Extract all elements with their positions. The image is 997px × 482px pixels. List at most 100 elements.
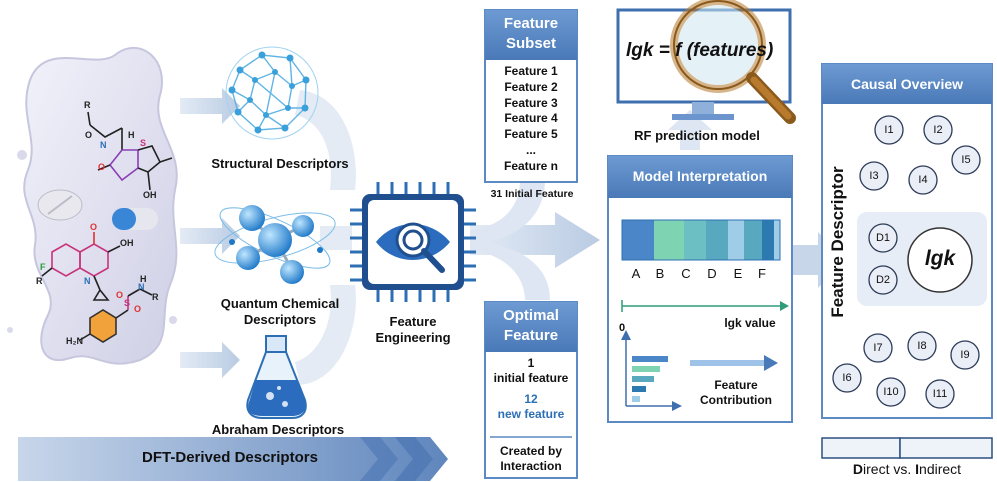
optimal-feature-body: 1 initial feature 12 new feature <box>485 356 577 422</box>
initial-feature-caption: 31 Initial Feature <box>490 188 574 200</box>
dft-banner-shape <box>18 437 448 481</box>
optimal-feature-panel <box>484 301 578 479</box>
band-abraham <box>295 285 356 385</box>
feature-subset-title: Feature Subset <box>485 14 577 54</box>
causal-node-label: I6 <box>842 372 852 384</box>
feature-engineering-line1: Feature <box>389 314 437 329</box>
bar-segment <box>684 220 706 260</box>
direct-nodes <box>868 223 898 295</box>
bar-segment <box>706 220 728 260</box>
atom-label: H <box>140 274 147 284</box>
optimal-title-line2: Feature <box>503 327 559 344</box>
atom-label: S <box>124 298 131 308</box>
contribution-bar <box>621 219 781 261</box>
rf-formula: lgk = f (features) <box>626 40 774 61</box>
atom-label: O <box>98 162 106 172</box>
causal-node <box>874 115 904 145</box>
model-interpretation-title: Model Interpretation <box>632 168 768 184</box>
atom-label: N <box>138 282 145 292</box>
legend-ndirect: ndirect <box>919 461 962 477</box>
causal-node <box>925 379 955 409</box>
band-quantum <box>320 226 352 250</box>
interaction-caption-line1: Created by <box>499 444 563 458</box>
arrow-to-abraham <box>180 342 240 378</box>
feature-subset-panel <box>484 9 578 183</box>
causal-node-label: D1 <box>875 232 891 244</box>
atom-label: F <box>40 262 46 272</box>
subset-item: ... <box>525 142 536 157</box>
feature-engineering-label: Feature Engineering <box>362 314 464 346</box>
atom-label: N <box>100 140 107 150</box>
causal-node <box>868 265 898 295</box>
feature-engineering-chip <box>350 182 476 302</box>
optimal-text-initial: initial feature <box>493 371 569 385</box>
model-interpretation-panel <box>607 155 793 423</box>
subset-item: Feature 1 <box>504 64 558 78</box>
atom-label: O <box>90 222 98 232</box>
causal-node <box>859 161 889 191</box>
segment-label: A <box>631 266 641 281</box>
causal-node-label: I2 <box>933 124 943 136</box>
legend-i: I <box>915 461 920 477</box>
subset-item: Feature n <box>503 158 558 173</box>
bar-segment <box>744 220 762 260</box>
arrow-to-structural <box>180 88 240 124</box>
legend-d: D <box>852 461 864 477</box>
causal-node-label: I4 <box>918 174 928 186</box>
subset-title-line2: Subset <box>505 35 556 52</box>
segment-label: C <box>681 266 691 281</box>
causal-node <box>950 340 980 370</box>
structural-network-icon <box>225 46 319 140</box>
feature-contribution-label: Feature Contribution <box>686 378 786 408</box>
quantum-label-line2: Descriptors <box>243 312 317 327</box>
atom-label: O <box>116 290 124 300</box>
dft-banner-label: DFT-Derived Descriptors <box>142 449 318 466</box>
direct-vs-indirect-legend: Direct vs. Indirect <box>822 461 992 477</box>
rf-caption: RF prediction model <box>634 128 760 143</box>
causal-node-label: I10 <box>883 386 899 398</box>
atom-label: R <box>36 276 43 286</box>
atom-label: H <box>128 130 135 140</box>
flask-icon <box>246 335 307 419</box>
optimal-title-line1: Optimal <box>503 307 559 324</box>
subset-item: Feature 2 <box>504 79 558 94</box>
feature-subset-list: Feature 1 Feature 2 Feature 3 Feature 4 … <box>485 64 577 175</box>
causal-node <box>863 333 893 363</box>
atom-label: H₂N <box>66 336 83 346</box>
subset-item: Feature 5 <box>504 127 558 142</box>
causal-node-label: I5 <box>961 154 971 166</box>
molecule-atom-labels: R O N H S OH OH F R N O O H₂N S N H R O … <box>0 0 200 380</box>
causal-node-label: I8 <box>917 340 927 352</box>
axis-zero-label: 0 <box>618 322 626 334</box>
bar-segment <box>728 220 744 260</box>
quantum-descriptors-label: Quantum Chemical Descriptors <box>200 296 360 328</box>
atom-label: R <box>84 100 91 110</box>
causal-node <box>923 115 953 145</box>
contribution-line1: Feature <box>714 378 758 392</box>
atom-label: OH <box>143 190 157 200</box>
bar-segment <box>654 220 684 260</box>
molecule-sulfonamide <box>79 288 153 343</box>
legend-irect: irect <box>863 461 890 477</box>
atom-label: O <box>85 130 93 140</box>
causal-node <box>951 145 981 175</box>
indirect-nodes <box>832 115 981 409</box>
causal-node-label: I11 <box>932 388 948 400</box>
causal-node <box>876 377 906 407</box>
causal-node-label: I7 <box>873 342 883 354</box>
dft-chevron-2 <box>395 437 433 481</box>
causal-node <box>868 223 898 253</box>
molecule-penicillin <box>87 111 173 191</box>
lgk-axis-label: lgk value <box>724 316 776 330</box>
abraham-descriptors-label: Abraham Descriptors <box>211 422 345 437</box>
causal-node-label: I9 <box>960 349 970 361</box>
molecule-quinolone <box>41 232 121 301</box>
capsule-icon <box>112 208 158 230</box>
contribution-line2: Contribution <box>700 393 772 407</box>
bar-outline <box>621 219 781 261</box>
blob-droplet-2 <box>169 316 177 324</box>
optimal-count-new: 12 <box>524 392 538 406</box>
segment-label: E <box>733 266 743 281</box>
structural-descriptors-label: Structural Descriptors <box>211 156 349 171</box>
